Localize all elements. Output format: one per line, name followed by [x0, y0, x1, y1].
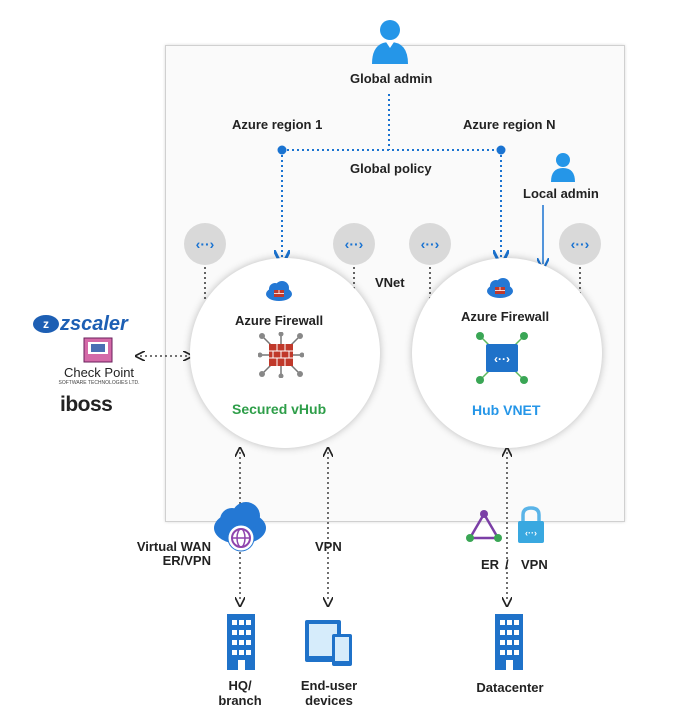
devices-icon [304, 616, 354, 668]
svg-text:‹··›: ‹··› [571, 236, 590, 252]
iboss-logo: iboss [60, 393, 113, 416]
svg-text:‹··›: ‹··› [525, 528, 537, 538]
hub-vnet-label: Hub VNET [472, 402, 541, 418]
virtual-wan-cloud-icon [212, 500, 268, 554]
end-user-label-line2: devices [305, 693, 353, 708]
zscaler-logo: z zscaler [32, 310, 144, 336]
vnet-icon: ‹··› [332, 222, 376, 266]
azure-firewall-left-label: Azure Firewall [235, 313, 324, 328]
svg-text:zscaler: zscaler [59, 313, 129, 335]
global-policy-label: Global policy [350, 161, 432, 176]
firewall-icon [257, 331, 305, 379]
er-label: ER [481, 557, 500, 572]
er-vpn-label: ER/VPN [162, 553, 211, 568]
building-icon [225, 614, 257, 670]
local-admin-user-icon [550, 152, 576, 182]
vnet-icon: ‹··› [558, 222, 602, 266]
er-vpn-separator: / [505, 557, 509, 572]
secured-vhub-label: Secured vHub [232, 401, 327, 417]
checkpoint-logo-subtext: SOFTWARE TECHNOLOGIES LTD. [58, 380, 140, 386]
global-admin-user-icon [370, 18, 410, 64]
azure-region-1-label: Azure region 1 [232, 117, 323, 132]
local-admin-label: Local admin [523, 186, 599, 201]
hub-vnet-icon: ‹··› [474, 330, 530, 386]
region-n-node [496, 145, 506, 155]
vpn-right-label: VPN [521, 557, 548, 572]
vpn-lock-icon: ‹··› [516, 505, 546, 545]
vnet-icon: ‹··› [183, 222, 227, 266]
azure-firewall-right-label: Azure Firewall [461, 309, 550, 324]
cloud-icon [265, 280, 293, 302]
svg-text:‹··›: ‹··› [494, 352, 510, 366]
azure-region-n-label: Azure region N [463, 117, 556, 132]
end-user-label-line1: End-user [300, 678, 358, 693]
vnet-icon: ‹··› [408, 222, 452, 266]
expressroute-icon [466, 510, 502, 544]
building-icon [493, 614, 525, 670]
checkpoint-logo-icon [83, 337, 113, 363]
global-admin-label: Global admin [350, 71, 433, 86]
datacenter-label: Datacenter [476, 680, 544, 695]
hq-branch-label-line2: branch [218, 693, 262, 708]
cloud-icon [486, 277, 514, 299]
svg-text:z: z [43, 317, 49, 331]
region-1-node [277, 145, 287, 155]
svg-text:‹··›: ‹··› [345, 236, 364, 252]
hq-branch-label-line1: HQ/ [228, 678, 252, 693]
global-policy-lines [282, 94, 501, 258]
svg-text:‹··›: ‹··› [196, 236, 215, 252]
vnet-label: VNet [375, 275, 405, 290]
virtual-wan-label: Virtual WAN [136, 539, 211, 554]
vpn-label: VPN [315, 539, 342, 554]
svg-text:‹··›: ‹··› [421, 236, 440, 252]
checkpoint-logo: Check Point [63, 365, 135, 380]
